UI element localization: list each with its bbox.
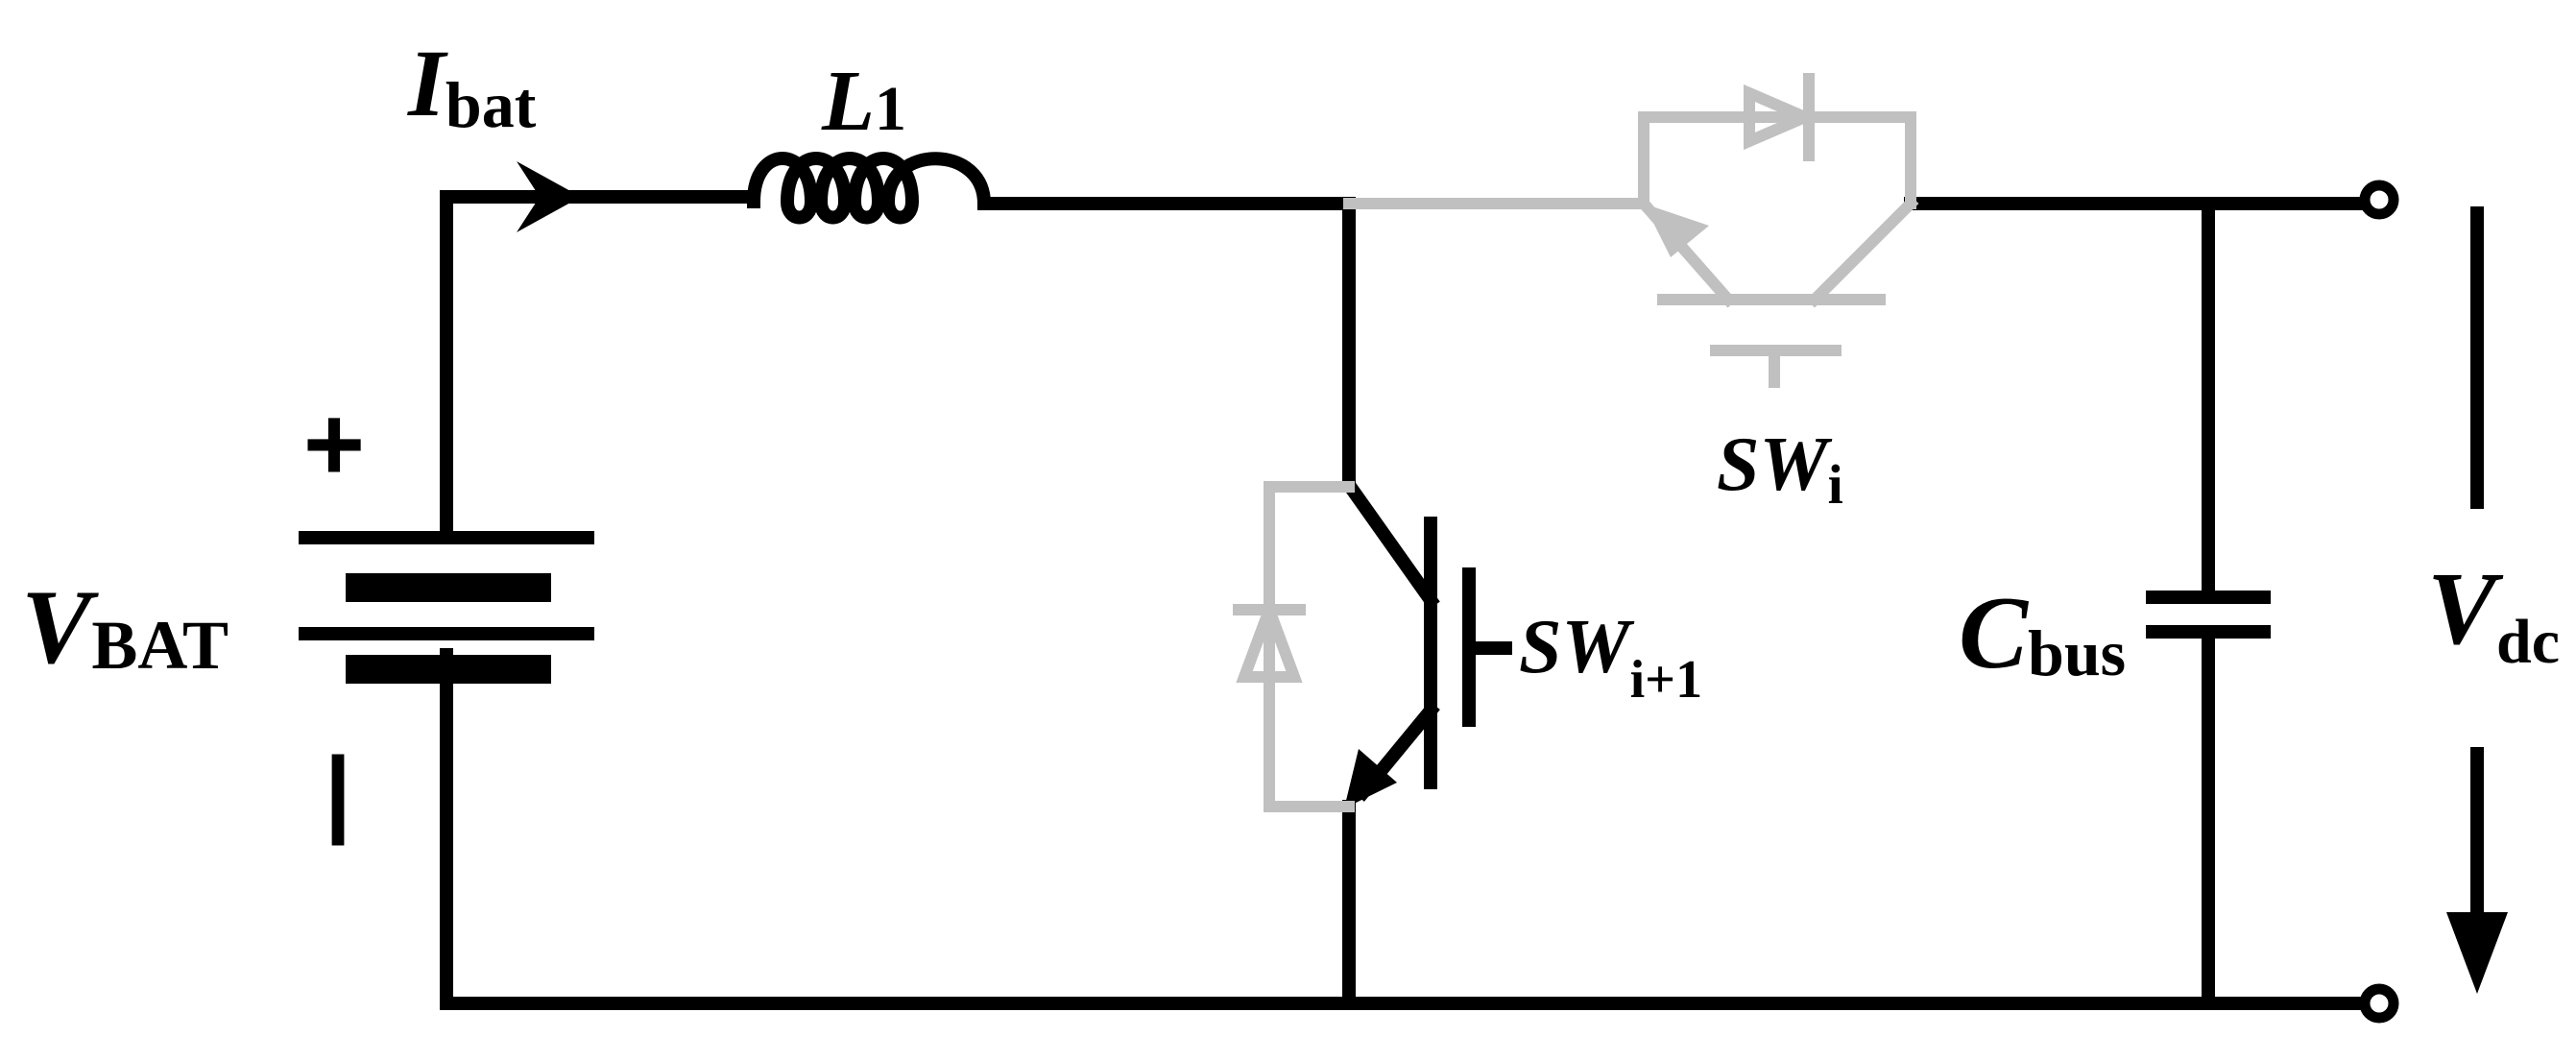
label-lower-switch: SWi+1 <box>1519 605 1702 710</box>
label-dc-voltage-sub: dc <box>2496 607 2560 677</box>
label-battery-current-main: I <box>407 30 448 136</box>
battery-minus-sign: | <box>325 737 351 846</box>
output-terminal-positive <box>2359 180 2399 220</box>
label-bus-capacitor-sub: bus <box>2028 616 2126 689</box>
label-bus-capacitor-main: C <box>1959 576 2030 690</box>
battery-plus-sign: + <box>303 385 365 503</box>
label-inductor-main: L <box>821 54 875 149</box>
bus-capacitor <box>2146 591 2271 639</box>
lower-switch-igbt <box>1339 475 1512 808</box>
upper-switch-diode <box>1638 73 1916 209</box>
label-battery-voltage: VBAT <box>21 568 229 686</box>
main-wiring <box>440 190 2378 1010</box>
label-inductor-sub: 1 <box>875 74 906 144</box>
label-lower-switch-sub: i+1 <box>1630 650 1702 710</box>
label-inductor: L1 <box>821 54 906 149</box>
label-battery-current-sub: bat <box>445 68 537 141</box>
label-lower-switch-main: SW <box>1519 605 1634 689</box>
battery-positive-wire <box>440 190 760 544</box>
upper-switch-igbt <box>1343 195 1919 388</box>
label-dc-voltage-main: V <box>2427 552 2504 666</box>
dc-voltage-arrow <box>2446 206 2508 994</box>
label-battery-voltage-sub: BAT <box>91 607 229 684</box>
label-upper-switch: SWi <box>1717 422 1843 516</box>
switch-node-wire <box>977 197 1356 492</box>
label-bus-capacitor: Cbus <box>1959 576 2126 690</box>
inductor-l1 <box>746 152 992 225</box>
output-terminal-negative <box>2359 983 2399 1024</box>
battery-negative-wire <box>440 648 2378 1010</box>
label-battery-current: Ibat <box>407 30 537 141</box>
label-battery-voltage-main: V <box>21 568 99 686</box>
battery-current-arrow <box>517 161 581 232</box>
lower-switch-diode <box>1233 481 1355 812</box>
label-upper-switch-sub: i <box>1828 453 1843 516</box>
battery-symbol <box>299 531 594 684</box>
label-dc-voltage: Vdc <box>2427 552 2560 677</box>
label-upper-switch-main: SW <box>1717 422 1832 507</box>
